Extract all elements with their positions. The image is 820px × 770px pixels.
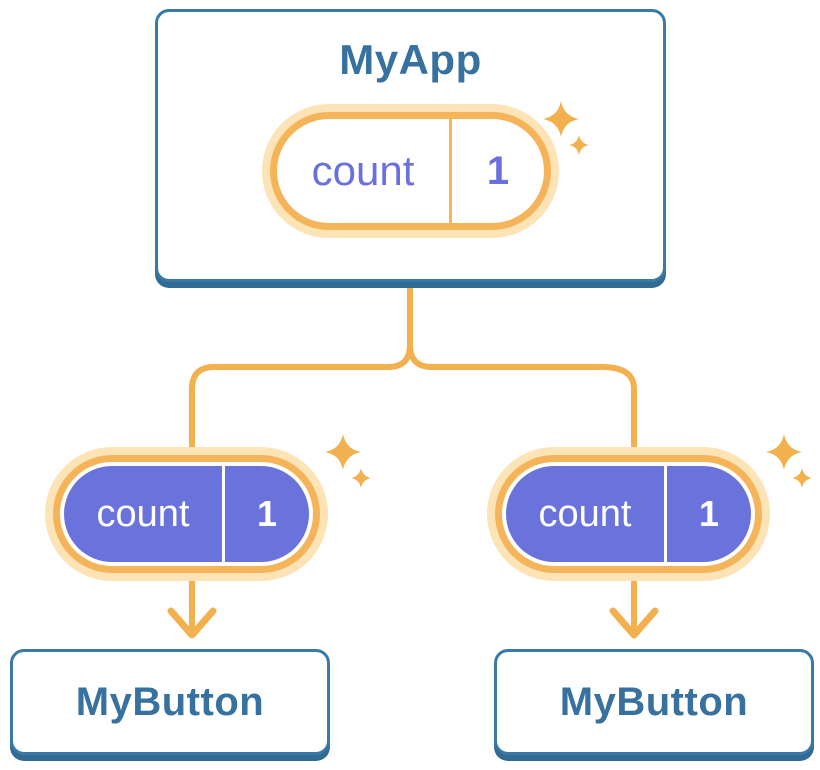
state-value: 1 bbox=[698, 493, 720, 534]
pill-body: count 1 bbox=[506, 466, 751, 562]
state-value: 1 bbox=[486, 148, 510, 193]
root-component-card: MyApp count 1 bbox=[155, 9, 666, 282]
state-value: 1 bbox=[256, 493, 278, 534]
pill-divider bbox=[449, 119, 452, 223]
sparkle-icon bbox=[325, 434, 371, 488]
arrow-down-icon bbox=[609, 607, 659, 639]
pill-halo: count 1 bbox=[487, 447, 770, 581]
child-component-card-left: MyButton bbox=[10, 649, 330, 755]
state-name-label: count bbox=[538, 492, 632, 535]
pill-halo: count 1 bbox=[262, 104, 559, 238]
pill-ring: count 1 bbox=[270, 112, 551, 230]
sparkle-icon bbox=[766, 434, 812, 488]
state-name-label: count bbox=[311, 147, 415, 194]
root-state-pill: count 1 bbox=[262, 84, 559, 238]
state-name-label: count bbox=[96, 492, 190, 535]
pill-ring: count 1 bbox=[495, 455, 762, 573]
child-state-pill-left: count 1 bbox=[45, 447, 328, 581]
pill-body: count 1 bbox=[277, 119, 544, 223]
pill-body: count 1 bbox=[64, 466, 309, 562]
child-component-title: MyButton bbox=[75, 679, 265, 724]
pill-divider bbox=[664, 466, 667, 562]
root-component-title: MyApp bbox=[339, 36, 482, 83]
pill-ring: count 1 bbox=[53, 455, 320, 573]
child-component-card-right: MyButton bbox=[494, 649, 814, 755]
child-state-pill-right: count 1 bbox=[487, 447, 770, 581]
pill-halo: count 1 bbox=[45, 447, 328, 581]
arrow-down-icon bbox=[167, 607, 217, 639]
child-component-title: MyButton bbox=[559, 679, 749, 724]
